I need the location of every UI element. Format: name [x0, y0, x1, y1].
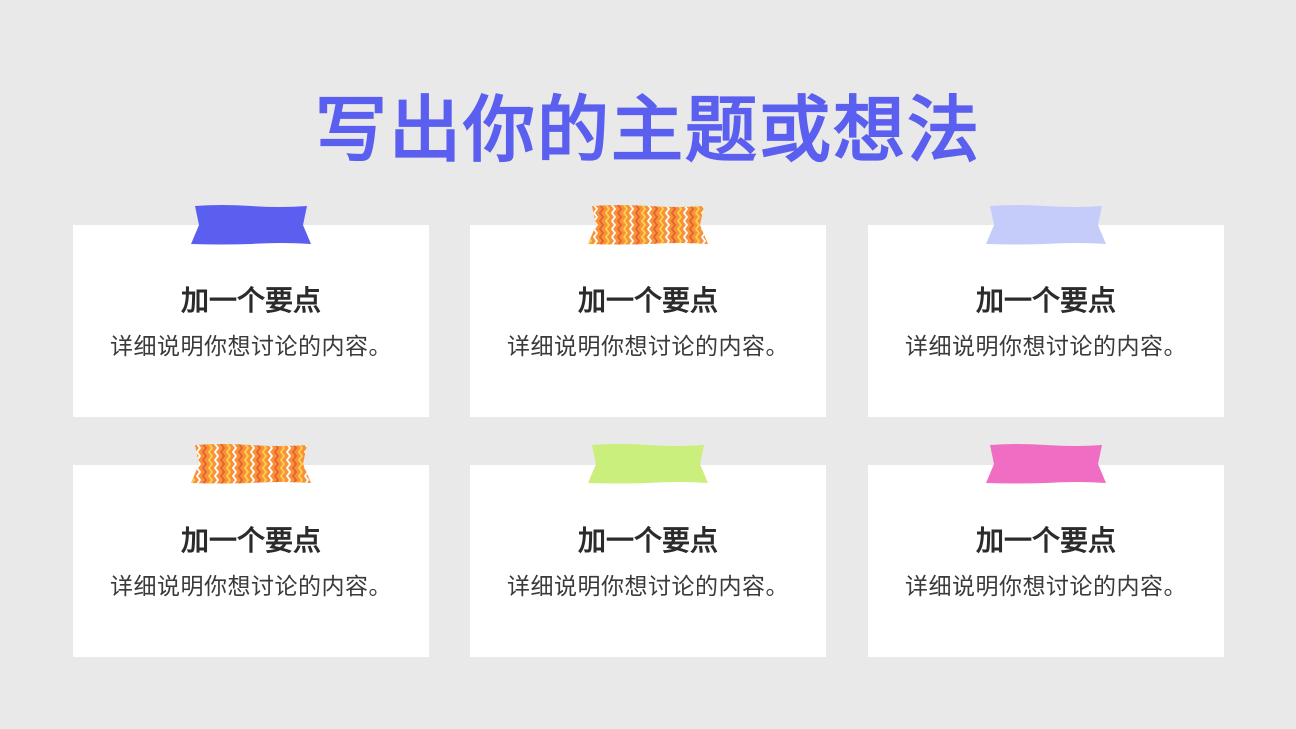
tape-2: [588, 205, 708, 245]
card-heading: 加一个要点: [975, 284, 1116, 317]
card-body: 详细说明你想讨论的内容。: [110, 574, 392, 600]
tape-1: [191, 205, 311, 245]
slide-title: 写出你的主题或想法: [314, 88, 981, 172]
tape-graphic: [986, 205, 1106, 245]
tape-graphic: [191, 205, 311, 245]
card-1: 加一个要点 详细说明你想讨论的内容。: [73, 205, 429, 417]
card-heading: 加一个要点: [577, 284, 718, 317]
card-4: 加一个要点 详细说明你想讨论的内容。: [73, 444, 429, 657]
tape-graphic: [588, 444, 708, 484]
card-2: 加一个要点 详细说明你想讨论的内容。: [470, 205, 826, 417]
tape-graphic: [588, 205, 708, 245]
card-6: 加一个要点 详细说明你想讨论的内容。: [868, 444, 1224, 657]
tape-3: [986, 205, 1106, 245]
card-5: 加一个要点 详细说明你想讨论的内容。: [470, 444, 826, 657]
card-body: 详细说明你想讨论的内容。: [110, 334, 392, 360]
tape-graphic: [986, 444, 1106, 484]
card-body: 详细说明你想讨论的内容。: [507, 334, 789, 360]
tape-graphic: [191, 444, 311, 484]
tape-6: [986, 444, 1106, 484]
card-heading: 加一个要点: [180, 284, 321, 317]
card-body: 详细说明你想讨论的内容。: [507, 574, 789, 600]
card-body: 详细说明你想讨论的内容。: [905, 574, 1187, 600]
card-heading: 加一个要点: [577, 524, 718, 557]
card-3: 加一个要点 详细说明你想讨论的内容。: [868, 205, 1224, 417]
tape-4: [191, 444, 311, 484]
tape-5: [588, 444, 708, 484]
card-heading: 加一个要点: [180, 524, 321, 557]
card-heading: 加一个要点: [975, 524, 1116, 557]
card-body: 详细说明你想讨论的内容。: [905, 334, 1187, 360]
